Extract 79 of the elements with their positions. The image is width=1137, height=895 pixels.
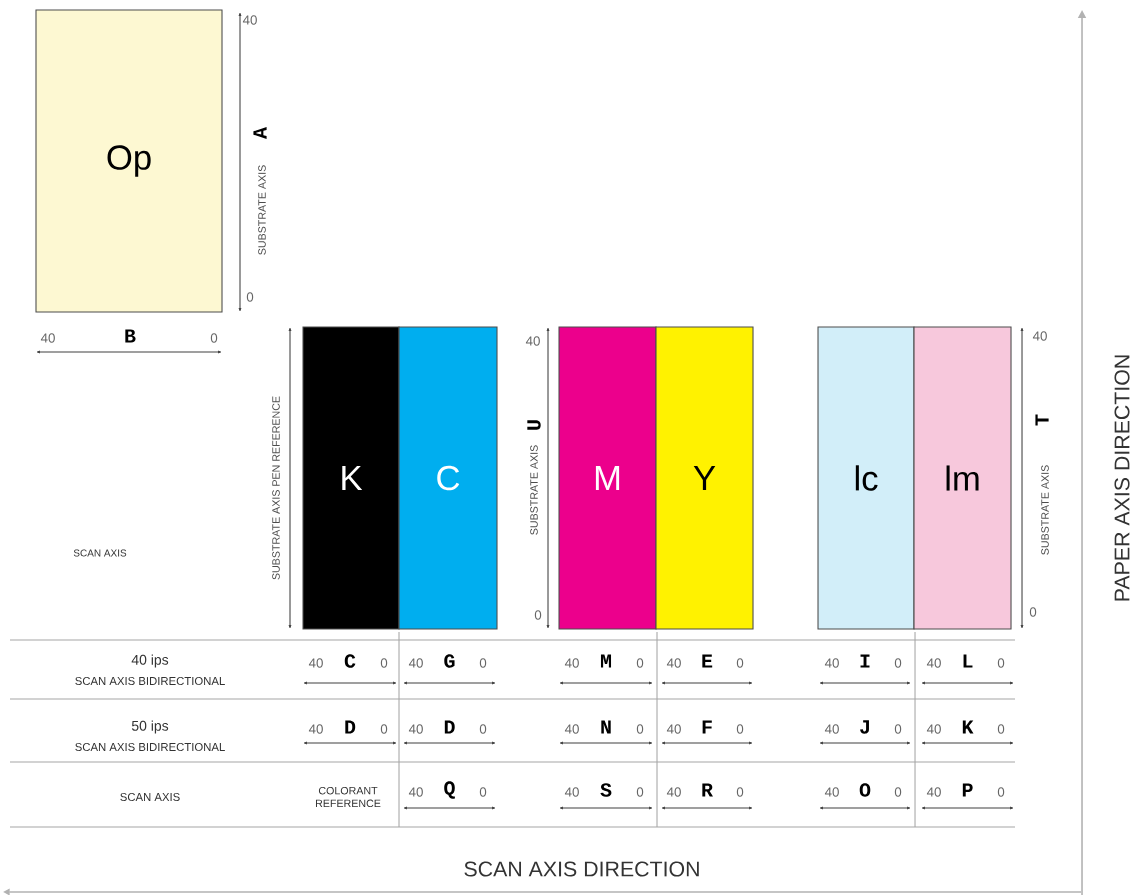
axis-direction-label: PAPER AXIS DIRECTION: [1114, 355, 1130, 601]
axis-label: SUBSTRATE AXIS: [530, 445, 538, 535]
row-header: 50 ips: [131, 720, 169, 734]
scale-number: 0: [1029, 607, 1037, 617]
cell-label: COLORANT REFERENCE: [316, 786, 381, 808]
dimension-letter: M: [600, 654, 612, 668]
color-bar: lc: [817, 326, 915, 630]
scale-number: 40: [824, 724, 839, 734]
dimension-letter: P: [962, 783, 973, 797]
row-header: 40 ips: [131, 654, 169, 668]
color-bar: Y: [655, 326, 754, 630]
dimension-letter: I: [860, 654, 870, 668]
scale-number: 40: [308, 658, 323, 668]
scale-number: 0: [636, 787, 644, 797]
scale-number: 40: [1032, 331, 1047, 341]
scale-number: 0: [894, 787, 902, 797]
color-bar: C: [398, 326, 498, 630]
dimension-letter: J: [860, 720, 869, 734]
dimension-letter: O: [859, 783, 871, 797]
scale-number: 0: [479, 787, 487, 797]
scale-number: 0: [736, 787, 744, 797]
axis-direction-label: SCAN AXIS DIRECTION: [464, 861, 699, 877]
color-bar: Op: [35, 9, 223, 313]
scale-number: 40: [564, 658, 579, 668]
dimension-letter: S: [600, 783, 612, 797]
scale-number: 0: [479, 724, 487, 734]
scale-number: 0: [997, 724, 1005, 734]
scale-number: 40: [40, 333, 55, 343]
scale-number: 0: [210, 333, 218, 343]
row-header: SCAN AXIS BIDIRECTIONAL: [75, 743, 225, 751]
scale-number: 0: [636, 724, 644, 734]
scale-number: 0: [736, 658, 744, 668]
scale-number: 0: [534, 610, 542, 620]
scale-number: 40: [666, 787, 681, 797]
scale-number: 40: [408, 787, 423, 797]
scale-number: 40: [926, 658, 941, 668]
scale-number: 40: [242, 15, 257, 25]
scale-number: 0: [479, 658, 487, 668]
scale-number: 40: [926, 724, 941, 734]
color-bar: M: [558, 326, 657, 630]
scale-number: 0: [894, 658, 902, 668]
scale-number: 0: [380, 658, 388, 668]
scale-number: 40: [564, 787, 579, 797]
color-bar: K: [302, 326, 400, 630]
dimension-letter: Q: [444, 781, 455, 799]
dimension-letter: G: [444, 654, 455, 668]
scale-number: 40: [564, 724, 579, 734]
scale-number: 40: [308, 724, 323, 734]
scale-number: 40: [824, 658, 839, 668]
dimension-letter: N: [601, 720, 611, 734]
color-bar: lm: [913, 326, 1012, 630]
scale-number: 40: [824, 787, 839, 797]
dimension-letter: A: [253, 127, 267, 139]
scale-number: 40: [408, 724, 423, 734]
dimension-letter: U: [527, 420, 541, 430]
dimension-letter: D: [444, 720, 455, 734]
dimension-letter: C: [344, 654, 356, 668]
dimension-letter: L: [963, 654, 973, 668]
dimension-letter: D: [345, 720, 356, 734]
dimension-letter: T: [1035, 414, 1049, 426]
scale-number: 0: [246, 292, 254, 302]
scale-number: 0: [997, 787, 1005, 797]
scale-number: 0: [894, 724, 902, 734]
scale-number: 0: [636, 658, 644, 668]
scale-number: 0: [997, 658, 1005, 668]
scale-number: 0: [736, 724, 744, 734]
scale-number: 0: [380, 724, 388, 734]
scale-number: 40: [666, 724, 681, 734]
scale-number: 40: [525, 336, 540, 346]
dimension-letter: F: [702, 720, 712, 734]
scale-number: 40: [408, 658, 423, 668]
row-header: SCAN AXIS: [120, 793, 180, 801]
scale-number: 40: [666, 658, 681, 668]
axis-label: SCAN AXIS: [73, 549, 127, 557]
dimension-letter: K: [962, 720, 974, 734]
scale-number: 40: [926, 787, 941, 797]
row-header: SCAN AXIS BIDIRECTIONAL: [75, 677, 225, 685]
dimension-letter: E: [702, 654, 713, 668]
dimension-letter: R: [702, 783, 713, 797]
